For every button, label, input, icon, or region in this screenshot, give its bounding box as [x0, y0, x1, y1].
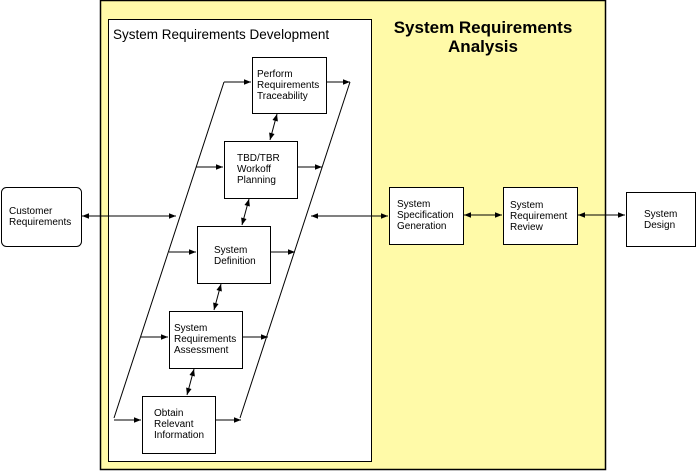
design-label-2: Design: [644, 220, 675, 231]
loop-right-line: [239, 81, 351, 419]
step-perform-label-3: Traceability: [257, 91, 308, 102]
loop-left-line: [113, 81, 225, 419]
system-design-box[interactable]: System Design: [626, 192, 696, 247]
development-title: System Requirements Development: [113, 27, 329, 42]
step-obtain-label-1: Obtain: [154, 408, 183, 419]
step-obtain-label-3: Information: [154, 430, 204, 441]
step-tbd-label-1: TBD/TBR: [237, 153, 280, 164]
design-label-1: System: [644, 209, 677, 220]
system-requirement-review-box[interactable]: System Requirement Review: [503, 187, 578, 245]
arrow-perform-tbd: [269, 113, 278, 141]
step-obtain-relevant-information[interactable]: Obtain Relevant Information: [142, 396, 216, 454]
step-sra-label-1: System: [174, 323, 207, 334]
customer-requirements-box[interactable]: Customer Requirements: [1, 187, 82, 247]
arrow-sysdef-sra: [213, 283, 222, 311]
step-sysdef-label-1: System: [214, 245, 247, 256]
analysis-title-line-2: Analysis: [448, 37, 518, 56]
review-label-2: Requirement: [510, 211, 567, 222]
step-tbd-label-2: Workoff: [237, 164, 271, 175]
analysis-title-line-1: System Requirements: [394, 18, 573, 37]
system-specification-generation-box[interactable]: System Specification Generation: [389, 187, 464, 245]
step-perform-requirements-traceability[interactable]: Perform Requirements Traceability: [252, 57, 327, 114]
arrow-sra-obtain: [186, 368, 195, 396]
arrow-tbd-sysdef: [241, 198, 250, 226]
step-tbd-label-3: Planning: [237, 175, 276, 186]
step-obtain-label-2: Relevant: [154, 419, 194, 430]
review-label-3: Review: [510, 222, 544, 233]
step-sra-label-3: Assessment: [174, 345, 229, 356]
customer-label-2: Requirements: [9, 217, 71, 228]
spec-gen-label-3: Generation: [397, 221, 446, 232]
step-system-definition[interactable]: System Definition: [197, 226, 271, 284]
step-perform-label-2: Requirements: [257, 80, 319, 91]
step-sysdef-label-2: Definition: [214, 256, 256, 267]
step-system-requirements-assessment[interactable]: System Requirements Assessment: [169, 311, 243, 369]
step-perform-label-1: Perform: [257, 69, 293, 80]
review-label-1: System: [510, 200, 543, 211]
customer-label-1: Customer: [9, 206, 53, 217]
spec-gen-label-2: Specification: [397, 210, 454, 221]
step-tbd-tbr-workoff-planning[interactable]: TBD/TBR Workoff Planning: [224, 141, 298, 199]
step-sra-label-2: Requirements: [174, 334, 236, 345]
spec-gen-label-1: System: [397, 199, 430, 210]
